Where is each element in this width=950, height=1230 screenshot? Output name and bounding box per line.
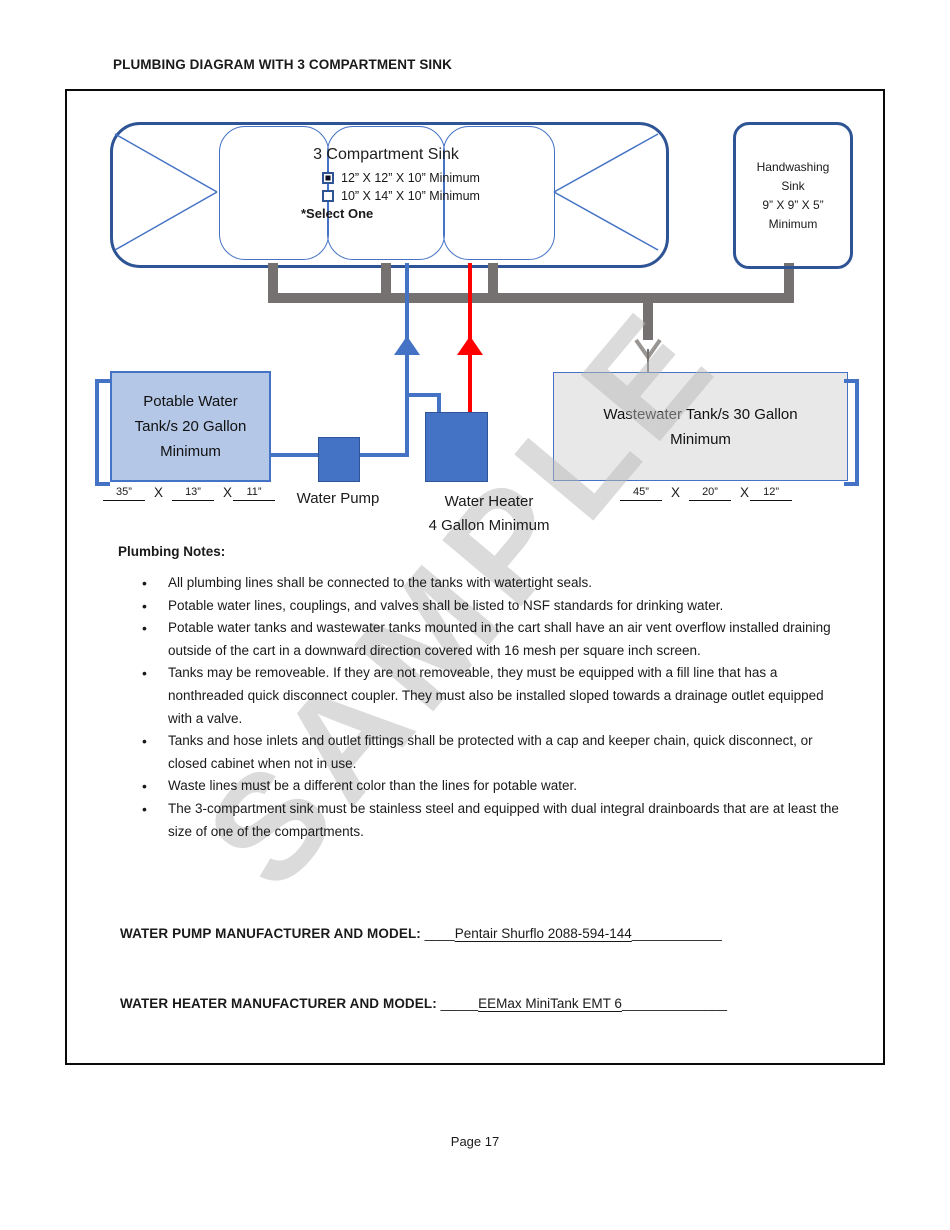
sink-heading: 3 Compartment Sink [313, 146, 459, 163]
blank-underscores: ______________ [621, 996, 728, 1011]
wastewater-drop-pipe [643, 303, 653, 340]
potable-tank-line2: Tank/s 20 Gallon [134, 418, 247, 435]
dimension-separator: X [154, 485, 164, 500]
sink-option-1-label: 12” X 12” X 10” Minimum [341, 171, 480, 185]
cold-water-flow-arrow-icon [394, 336, 420, 355]
drain-pipe-handwashing [784, 263, 794, 303]
potable-tank-line3: Minimum [160, 443, 221, 460]
water-heater-model-label: WATER HEATER MANUFACTURER AND MODEL: [120, 996, 437, 1011]
note-item: All plumbing lines shall be connected to… [140, 572, 840, 595]
potable-tank-dimensions: 35” X 13” X 11” [103, 485, 276, 501]
wastewater-tank-bracket-top [844, 379, 859, 383]
note-item: Waste lines must be a different color th… [140, 775, 840, 798]
dimension-separator: X [671, 485, 681, 500]
note-item: Tanks may be removeable. If they are not… [140, 662, 840, 730]
water-heater-label-line2: 4 Gallon Minimum [428, 517, 550, 534]
drain-manifold-pipe [268, 293, 794, 303]
page-title: PLUMBING DIAGRAM WITH 3 COMPARTMENT SINK [113, 57, 452, 72]
water-pump-label: Water Pump [296, 490, 380, 507]
sink-option-2: 10” X 14” X 10” Minimum [322, 189, 480, 203]
blank-underscores: ____________ [631, 926, 722, 941]
dimension-value[interactable]: 35” [103, 486, 145, 501]
handwashing-line2: Sink [781, 178, 805, 193]
wastewater-tank-line1: Wastewater Tank/s 30 Gallon [603, 405, 798, 423]
note-item: Potable water lines, couplings, and valv… [140, 595, 840, 618]
potable-tank-bracket [95, 379, 99, 486]
wastewater-tank-bracket-bottom [844, 482, 859, 486]
diagram-frame [65, 89, 885, 1065]
tank-to-pump-line [267, 453, 319, 457]
blank-underscores: _____ [436, 996, 479, 1011]
potable-tank-line1: Potable Water [143, 393, 238, 410]
handwashing-line4: Minimum [768, 216, 818, 231]
select-one-note: *Select One [301, 206, 374, 221]
water-heater-model-line: WATER HEATER MANUFACTURER AND MODEL: ___… [120, 996, 727, 1011]
blank-underscores: ____ [420, 926, 455, 941]
handwashing-line1: Handwashing [756, 159, 830, 174]
note-item: Tanks and hose inlets and outlet fitting… [140, 730, 840, 775]
heater-feed-line-vertical [437, 393, 441, 413]
drain-pipe-compartment1 [268, 263, 278, 295]
cold-water-line-vertical [405, 263, 409, 457]
water-heater-label-line1: Water Heater [444, 493, 534, 510]
checkbox-checked-icon[interactable] [322, 172, 334, 184]
wastewater-tank-dimensions: 45” X 20” X 12” [620, 485, 793, 501]
potable-tank-bracket-top [95, 379, 110, 383]
hot-water-flow-arrow-icon [457, 336, 483, 355]
plumbing-notes-heading: Plumbing Notes: [118, 544, 226, 559]
sink-option-2-label: 10” X 14” X 10” Minimum [341, 189, 480, 203]
water-pump-model-value[interactable]: Pentair Shurflo 2088-594-144 [454, 926, 632, 941]
wastewater-inlet-line [647, 349, 649, 372]
drain-pipe-compartment3 [488, 263, 498, 295]
potable-water-tank: Potable Water Tank/s 20 Gallon Minimum [110, 371, 271, 482]
water-pump-box [318, 437, 360, 482]
checkbox-unchecked-icon[interactable] [322, 190, 334, 202]
dimension-separator: X [740, 485, 750, 500]
plumbing-notes-list: All plumbing lines shall be connected to… [140, 572, 840, 843]
wastewater-tank-line2: Minimum [670, 430, 731, 448]
water-heater-label: Water Heater 4 Gallon Minimum [400, 490, 578, 538]
heater-feed-line-horizontal [405, 393, 441, 397]
dimension-value[interactable]: 13” [172, 486, 215, 501]
water-heater-box [425, 412, 488, 482]
wastewater-tank: Wastewater Tank/s 30 Gallon Minimum [553, 372, 848, 481]
handwashing-sink-box: Handwashing Sink 9” X 9” X 5” Minimum [733, 122, 853, 269]
dimension-separator: X [223, 485, 233, 500]
sink-option-1: 12” X 12” X 10” Minimum [322, 171, 480, 185]
pump-to-riser-line [358, 453, 409, 457]
handwashing-line3: 9” X 9” X 5” [762, 197, 824, 212]
dimension-value[interactable]: 45” [620, 486, 662, 501]
potable-tank-bracket-bottom [95, 482, 110, 486]
water-heater-model-value[interactable]: EEMax MiniTank EMT 6 [478, 996, 622, 1011]
drain-pipe-compartment2 [381, 263, 391, 295]
dimension-value[interactable]: 20” [689, 486, 732, 501]
dimension-value[interactable]: 12” [750, 486, 793, 501]
water-pump-model-label: WATER PUMP MANUFACTURER AND MODEL: [120, 926, 421, 941]
wastewater-tank-bracket [855, 379, 859, 486]
dimension-value[interactable]: 11” [233, 486, 276, 501]
page-number: Page 17 [450, 1134, 500, 1149]
water-pump-model-line: WATER PUMP MANUFACTURER AND MODEL: ____P… [120, 926, 722, 941]
sink-compartment-3 [443, 126, 555, 260]
note-item: The 3-compartment sink must be stainless… [140, 798, 840, 843]
note-item: Potable water tanks and wastewater tanks… [140, 617, 840, 662]
drainboard-x-lines [114, 133, 659, 251]
